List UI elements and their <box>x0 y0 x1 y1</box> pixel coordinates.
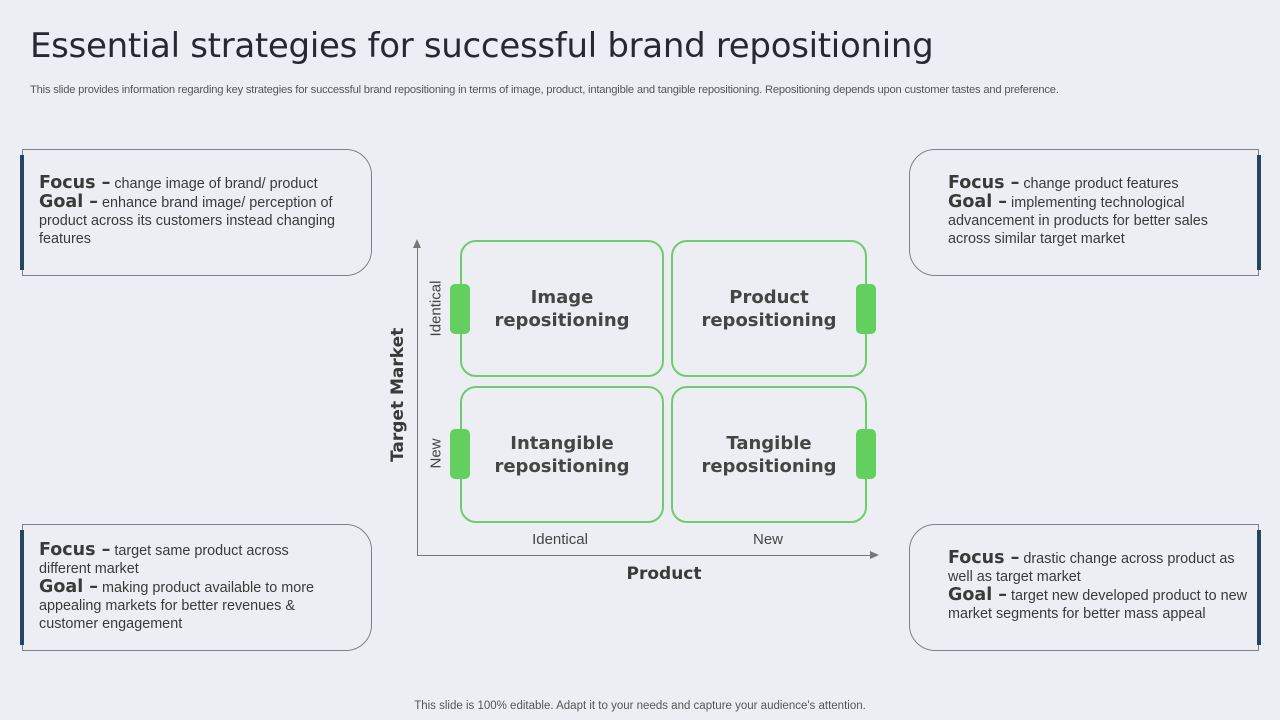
focus-text: change product features <box>1019 176 1179 192</box>
strategy-card-tangible: Focus – drastic change across product as… <box>909 524 1261 651</box>
quadrant-intangible-repositioning: Intangible repositioning <box>460 386 664 523</box>
goal-text: enhance brand image/ perception of produ… <box>39 195 335 247</box>
x-axis-title: Product <box>626 564 702 584</box>
focus-label: Focus – <box>39 173 111 193</box>
quadrant-tab-marker <box>856 284 876 334</box>
y-axis-line <box>417 246 419 556</box>
card-text: Focus – target same product across diffe… <box>39 541 329 633</box>
footer-note: This slide is 100% editable. Adapt it to… <box>414 700 866 712</box>
goal-label: Goal – <box>948 192 1008 212</box>
focus-text: drastic change across product as well as… <box>948 551 1235 585</box>
card-accent-bar <box>20 155 24 270</box>
quadrant-label: Image repositioning <box>494 286 630 331</box>
strategy-card-intangible: Focus – target same product across diffe… <box>20 524 372 651</box>
card-accent-bar <box>20 530 24 645</box>
goal-label: Goal – <box>39 192 99 212</box>
quadrant-tab-marker <box>450 429 470 479</box>
strategy-card-image: Focus – change image of brand/ product G… <box>20 149 372 276</box>
page-subtitle: This slide provides information regardin… <box>30 84 1059 96</box>
x-tick-new: New <box>752 531 783 548</box>
focus-label: Focus – <box>39 540 111 560</box>
quadrant-tangible-repositioning: Tangible repositioning <box>671 386 867 523</box>
x-tick-identical: Identical <box>532 531 588 548</box>
focus-label: Focus – <box>948 173 1020 193</box>
card-text: Focus – drastic change across product as… <box>948 549 1248 623</box>
y-tick-identical: Identical <box>427 280 445 337</box>
y-axis-title: Target Market <box>388 327 408 462</box>
goal-label: Goal – <box>948 585 1008 605</box>
strategy-card-product: Focus – change product features Goal – i… <box>909 149 1261 276</box>
card-text: Focus – change image of brand/ product G… <box>39 174 339 248</box>
page-title: Essential strategies for successful bran… <box>30 26 934 66</box>
focus-text: change image of brand/ product <box>110 176 318 192</box>
x-axis-arrow-icon <box>870 551 879 559</box>
goal-text: making product available to more appeali… <box>39 580 315 632</box>
quadrant-image-repositioning: Image repositioning <box>460 240 664 377</box>
focus-text: target same product across different mar… <box>39 543 289 577</box>
goal-text: target new developed product to new mark… <box>948 588 1248 622</box>
x-axis-line <box>417 555 872 557</box>
y-axis-arrow-icon <box>413 239 421 248</box>
quadrant-tab-marker <box>856 429 876 479</box>
quadrant-label: Intangible repositioning <box>494 432 630 477</box>
quadrant-label: Product repositioning <box>701 286 837 331</box>
quadrant-tab-marker <box>450 284 470 334</box>
card-accent-bar <box>1257 530 1261 645</box>
goal-text: implementing technological advancement i… <box>948 195 1208 247</box>
focus-label: Focus – <box>948 548 1020 568</box>
card-text: Focus – change product features Goal – i… <box>948 174 1228 248</box>
card-accent-bar <box>1257 155 1261 270</box>
quadrant-product-repositioning: Product repositioning <box>671 240 867 377</box>
y-tick-new: New <box>427 438 445 469</box>
quadrant-label: Tangible repositioning <box>701 432 837 477</box>
goal-label: Goal – <box>39 577 99 597</box>
